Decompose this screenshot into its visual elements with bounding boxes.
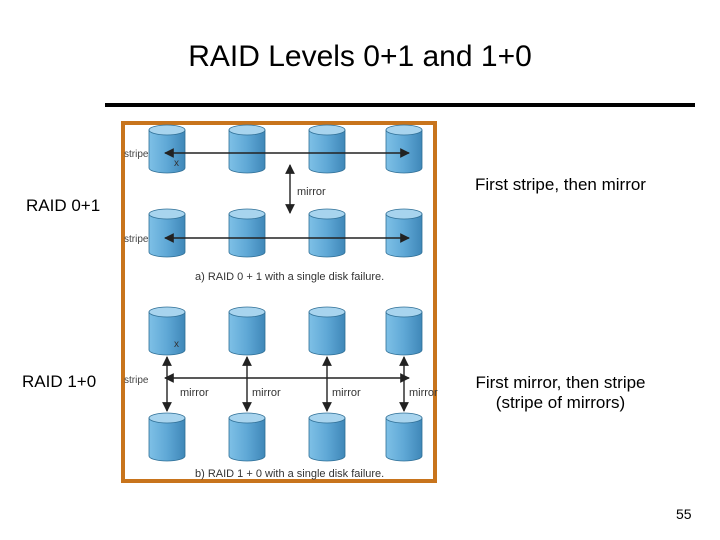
raid-diagram: stripe stripe stripe mirror mirror mirro… xyxy=(121,121,438,483)
disk-icon xyxy=(385,306,423,356)
disk-icon xyxy=(148,412,186,462)
raid10-mirror-label-1: mirror xyxy=(180,387,209,399)
disk-icon xyxy=(308,124,346,174)
disk-icon xyxy=(228,306,266,356)
raid10-description: First mirror, then stripe (stripe of mir… xyxy=(458,373,663,413)
disk-icon xyxy=(228,208,266,258)
disk-icon xyxy=(228,124,266,174)
disk-icon xyxy=(148,124,186,174)
disk-icon xyxy=(385,208,423,258)
raid01-label: RAID 0+1 xyxy=(26,196,101,215)
disk-icon xyxy=(148,306,186,356)
caption-a: a) RAID 0 + 1 with a single disk failure… xyxy=(195,271,384,283)
raid10-mirror-label-4: mirror xyxy=(409,387,438,399)
caption-b: b) RAID 1 + 0 with a single disk failure… xyxy=(195,468,384,480)
disk-icon xyxy=(308,306,346,356)
failure-mark-b: x xyxy=(174,339,179,350)
raid10-description-line1: First mirror, then stripe xyxy=(475,373,646,392)
raid01-description: First stripe, then mirror xyxy=(475,175,646,194)
disk-icon xyxy=(385,124,423,174)
raid10-mirror-label-2: mirror xyxy=(252,387,281,399)
disk-icon xyxy=(228,412,266,462)
title-divider xyxy=(105,103,695,107)
page-number: 55 xyxy=(676,506,692,522)
failure-mark-a: x xyxy=(174,158,179,169)
raid10-description-line2: (stripe of mirrors) xyxy=(495,393,626,412)
disk-icon xyxy=(148,208,186,258)
stripe-label-2: stripe xyxy=(124,234,149,245)
slide-title: RAID Levels 0+1 and 1+0 xyxy=(188,40,532,73)
stripe-label-1: stripe xyxy=(124,149,149,160)
raid01-mirror-label: mirror xyxy=(297,186,326,198)
disk-icon xyxy=(308,412,346,462)
stripe-label-3: stripe xyxy=(124,375,149,386)
raid10-mirror-label-3: mirror xyxy=(332,387,361,399)
raid10-label: RAID 1+0 xyxy=(22,372,97,391)
disk-icon xyxy=(385,412,423,462)
disk-icon xyxy=(308,208,346,258)
